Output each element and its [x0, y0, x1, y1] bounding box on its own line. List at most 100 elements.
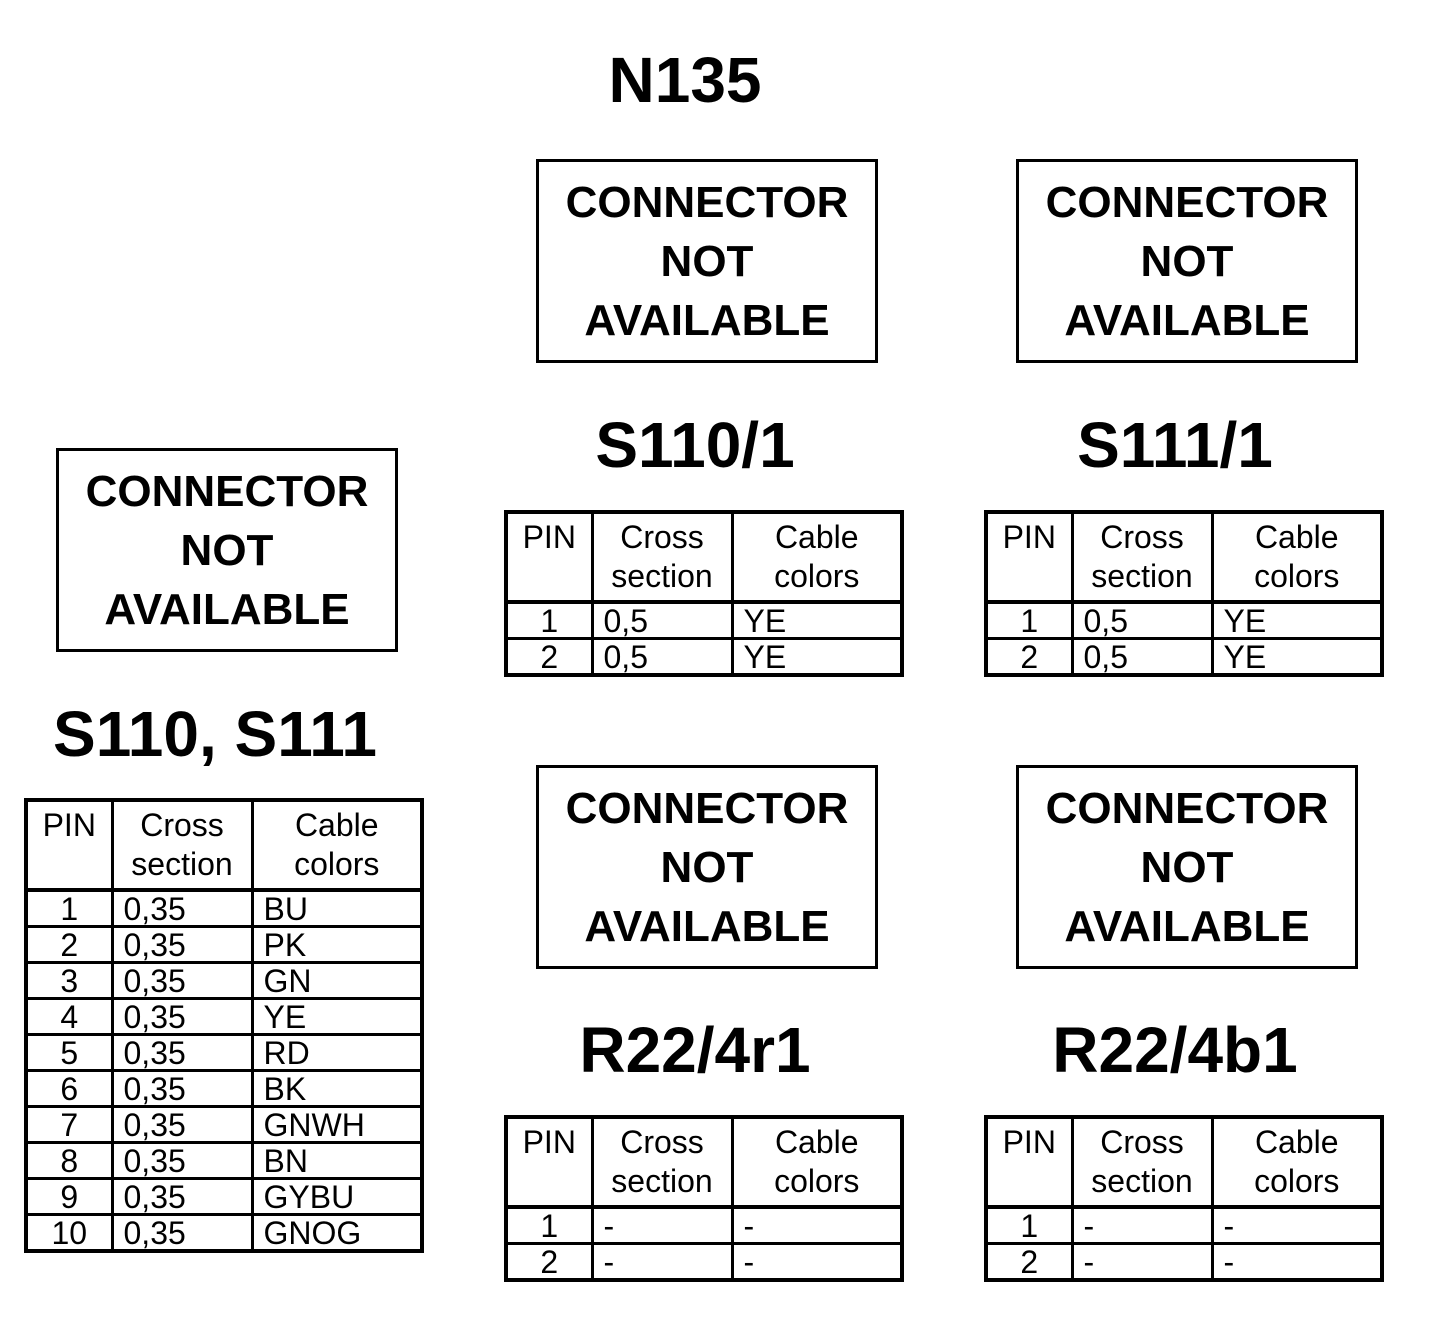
na-line-3: AVAILABLE	[1064, 295, 1310, 345]
table-row: 2--	[504, 1242, 904, 1282]
cable-color-cell: GNWH	[250, 1105, 424, 1144]
pin-cell: 2	[984, 1242, 1074, 1282]
cross-section-cell: 0,5	[1070, 637, 1214, 677]
cable-color-cell: BU	[250, 888, 424, 928]
pin-cell: 8	[24, 1141, 114, 1180]
cable-color-cell: -	[1210, 1242, 1384, 1282]
cable-color-cell: GYBU	[250, 1177, 424, 1216]
table-row: 1--	[984, 1205, 1384, 1245]
cable-color-cell: GNOG	[250, 1213, 424, 1253]
cable-color-cell: YE	[1210, 600, 1384, 640]
pin-header: PIN	[504, 510, 594, 604]
pin-header: PIN	[984, 510, 1074, 604]
na-line-2: NOT	[180, 525, 274, 575]
cross-section-cell: 0,35	[110, 1069, 254, 1108]
cross-section-cell: 0,5	[1070, 600, 1214, 640]
cross-section-cell: 0,5	[590, 637, 734, 677]
pin-cell: 10	[24, 1213, 114, 1253]
cable-color-cell: YE	[250, 997, 424, 1036]
cross-section-cell: 0,5	[590, 600, 734, 640]
pin-cell: 1	[504, 1205, 594, 1245]
cross-section-cell: -	[590, 1242, 734, 1282]
cable-color-cell: BN	[250, 1141, 424, 1180]
pin-cell: 1	[984, 1205, 1074, 1245]
page-title: N135	[608, 44, 762, 116]
pin-cell: 2	[984, 637, 1074, 677]
cable-color-cell: -	[1210, 1205, 1384, 1245]
pin-cell: 2	[24, 925, 114, 964]
cable-color-cell: YE	[730, 637, 904, 677]
table-row: 1--	[504, 1205, 904, 1245]
pin-cell: 2	[504, 1242, 594, 1282]
na-line-1: CONNECTOR	[85, 466, 369, 516]
connector-not-available-box-s110-1: CONNECTOR NOT AVAILABLE	[536, 159, 878, 363]
cable-color-cell: -	[730, 1242, 904, 1282]
section-title-s110-s111: S110, S111	[53, 698, 377, 770]
pin-header: PIN	[984, 1115, 1074, 1209]
section-title-s111-1: S111/1	[1077, 409, 1273, 481]
cross-section-cell: 0,35	[110, 1105, 254, 1144]
cross-section-cell: 0,35	[110, 1213, 254, 1253]
cross-section-cell: 0,35	[110, 925, 254, 964]
na-line-3: AVAILABLE	[584, 901, 830, 951]
na-line-1: CONNECTOR	[1045, 177, 1329, 227]
cross-section-cell: 0,35	[110, 997, 254, 1036]
pin-header: PIN	[24, 798, 114, 892]
na-line-2: NOT	[660, 842, 754, 892]
cable-color-cell: BK	[250, 1069, 424, 1108]
section-title-s110-1: S110/1	[595, 409, 795, 481]
cable-color-cell: YE	[730, 600, 904, 640]
pin-cell: 6	[24, 1069, 114, 1108]
cross-section-cell: -	[590, 1205, 734, 1245]
cross-section-cell: 0,35	[110, 1141, 254, 1180]
na-line-1: CONNECTOR	[565, 783, 849, 833]
na-line-3: AVAILABLE	[1064, 901, 1310, 951]
pin-cell: 5	[24, 1033, 114, 1072]
na-line-2: NOT	[1140, 842, 1234, 892]
pin-cell: 4	[24, 997, 114, 1036]
pin-cell: 3	[24, 961, 114, 1000]
cable-color-cell: PK	[250, 925, 424, 964]
pin-header: PIN	[504, 1115, 594, 1209]
table-row: 2--	[984, 1242, 1384, 1282]
section-title-r22-4b1: R22/4b1	[1052, 1014, 1298, 1086]
cross-section-cell: -	[1070, 1242, 1214, 1282]
section-title-r22-4r1: R22/4r1	[579, 1014, 811, 1086]
pin-cell: 1	[984, 600, 1074, 640]
pin-cell: 1	[24, 888, 114, 928]
pin-cell: 1	[504, 600, 594, 640]
connector-not-available-box-r22-4b1: CONNECTOR NOT AVAILABLE	[1016, 765, 1358, 969]
